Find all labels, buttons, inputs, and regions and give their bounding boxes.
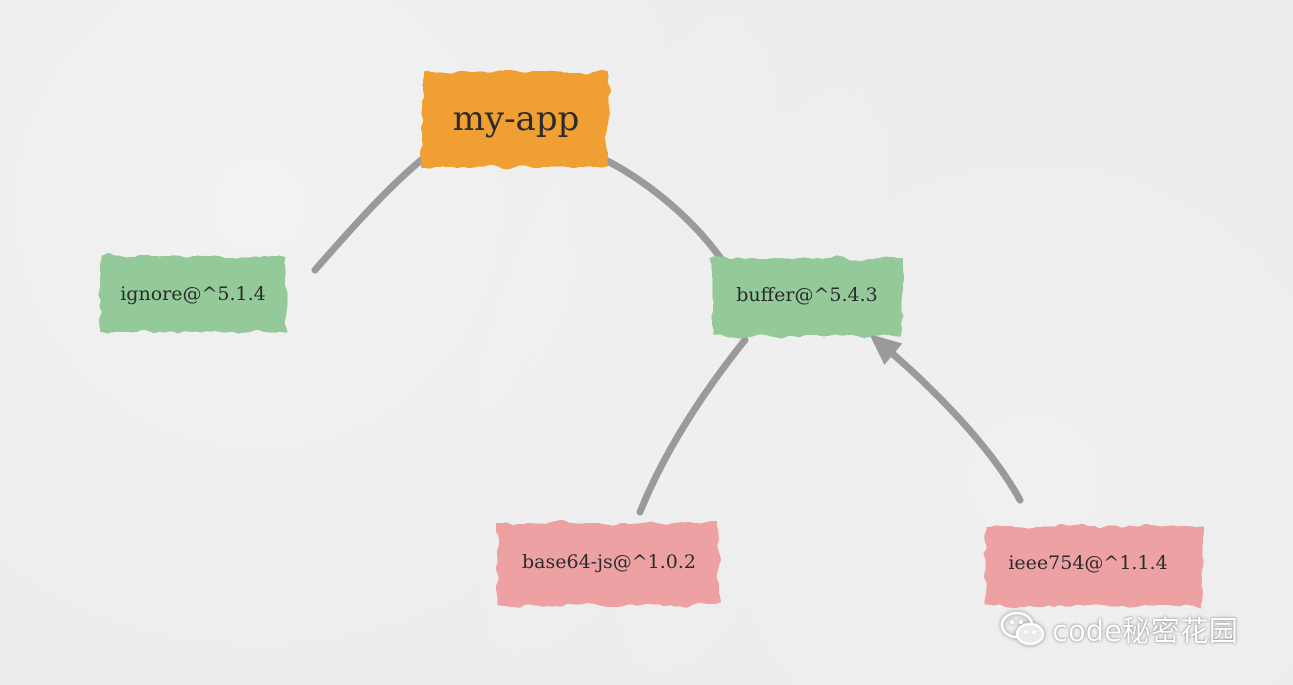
- node-ieee754-brush: [985, 526, 1203, 606]
- edge-root-ignore: [311, 153, 429, 274]
- edge-ieee754-buffer: [869, 333, 1024, 504]
- edge-buffer-base64: [636, 336, 749, 516]
- watermark: code秘密花园: [1000, 608, 1238, 650]
- node-ignore-label: ignore@^5.1.4: [120, 283, 266, 305]
- node-base64-js: base64-js@^1.0.2: [497, 523, 719, 605]
- node-base64-js-brush: [497, 523, 719, 605]
- node-ieee754: ieee754@^1.1.4: [985, 526, 1203, 606]
- node-my-app-brush: [422, 72, 608, 167]
- node-buffer: buffer@^5.4.3: [712, 258, 902, 336]
- node-ignore-brush: [100, 256, 286, 332]
- node-my-app-label: my-app: [453, 99, 580, 139]
- node-ieee754-label: ieee754@^1.1.4: [1008, 552, 1167, 574]
- node-base64-js-label: base64-js@^1.0.2: [522, 551, 696, 573]
- node-buffer-label: buffer@^5.4.3: [736, 284, 878, 306]
- node-buffer-brush: [712, 258, 902, 336]
- edge-root-buffer: [589, 150, 726, 264]
- wechat-icon: [1000, 611, 1045, 646]
- node-my-app: my-app: [422, 72, 608, 167]
- node-ignore: ignore@^5.1.4: [100, 256, 286, 332]
- watermark-text: code秘密花园: [1052, 614, 1238, 648]
